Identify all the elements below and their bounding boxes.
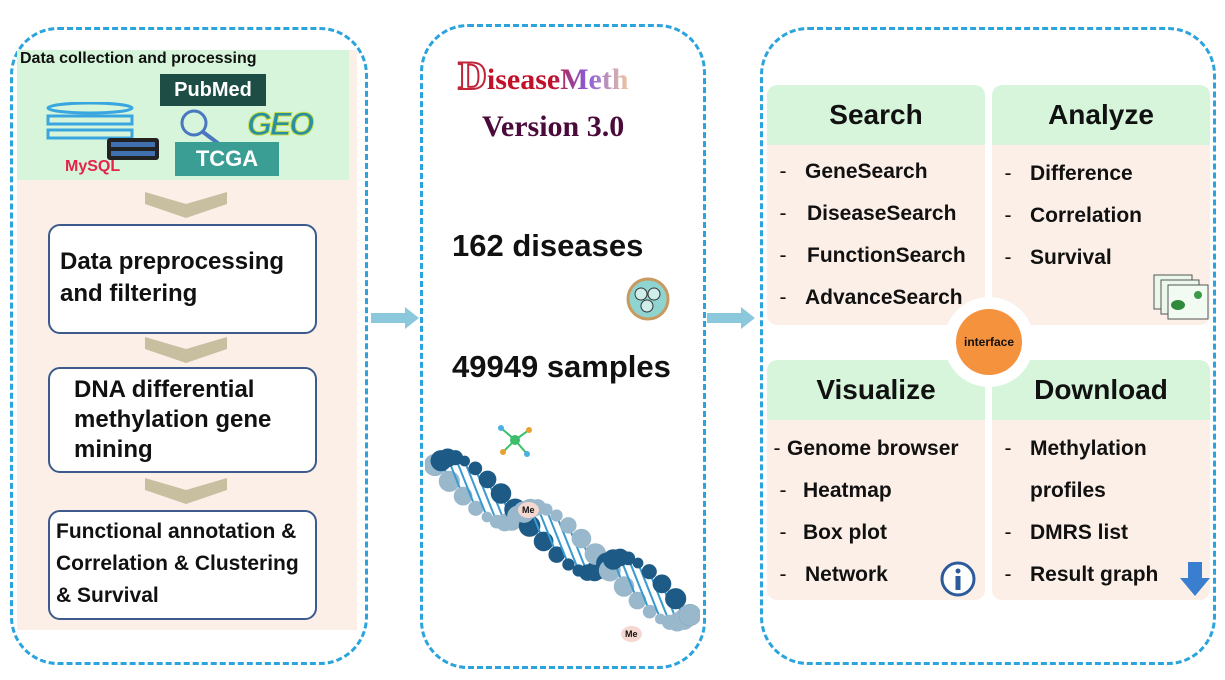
database-panel	[420, 24, 706, 669]
helix-rung	[567, 524, 589, 574]
helix-bead	[665, 588, 687, 610]
step-functional-annotation: Functional annotation & Correlation & Cl…	[48, 510, 317, 620]
features-panel	[760, 27, 1216, 665]
data-collection-title: Data collection and processing	[20, 50, 257, 67]
helix-bead	[628, 591, 647, 610]
helix-bead	[571, 528, 592, 549]
download-arrow-icon	[1180, 562, 1210, 596]
helix-bead	[453, 486, 473, 506]
download-item-dmrs[interactable]: -DMRS list	[1004, 521, 1129, 544]
helix-bead	[641, 564, 657, 580]
interface-hub: interface	[944, 297, 1034, 387]
logo-d: D	[457, 52, 488, 99]
download-item-result-graph[interactable]: -Result graph	[1004, 563, 1159, 586]
database-icon	[46, 102, 159, 160]
pubmed-logo: PubMed	[160, 74, 266, 106]
visualize-item-boxplot[interactable]: -Box plot	[779, 521, 888, 544]
search-item-gene[interactable]: -GeneSearch	[779, 160, 928, 183]
chevron-down-icon	[145, 478, 227, 504]
diseases-count: 162 diseases	[452, 228, 644, 263]
step-preprocessing: Data preprocessing and filtering	[48, 224, 317, 334]
geo-logo: GEO	[246, 106, 314, 143]
helix-bead	[478, 470, 497, 489]
helix-bead	[459, 455, 470, 467]
visualize-item-network[interactable]: -Network	[779, 563, 888, 586]
helix-bead	[468, 500, 484, 516]
search-title: Search	[767, 85, 985, 145]
visualize-item-genome-browser[interactable]: -Genome browser	[773, 437, 959, 460]
chevron-down-icon	[145, 192, 227, 218]
download-title: Download	[992, 360, 1210, 420]
logo-text: iseaseMeth	[486, 63, 629, 96]
network-icon	[498, 425, 532, 457]
version-label: Version 3.0	[482, 110, 625, 143]
methyl-label: Me	[621, 626, 642, 642]
helix-bead	[481, 511, 493, 523]
helix-bead	[562, 558, 575, 571]
helix-bead	[621, 551, 636, 566]
analyze-title: Analyze	[992, 85, 1210, 145]
helix-rung	[627, 557, 651, 613]
search-item-function[interactable]: -FunctionSearch	[779, 244, 966, 267]
data-collection-box: Data collection and processing PubMed GE…	[17, 50, 349, 180]
helix-rung	[474, 467, 498, 523]
diseasemeth-logo: DiseaseMeth	[457, 52, 629, 99]
dna-helix-illustration	[425, 448, 700, 632]
download-item-methylation[interactable]: -Methylation	[1004, 437, 1147, 460]
helix-bead	[642, 604, 657, 619]
download-item-profiles: profiles	[1030, 479, 1106, 502]
visualize-item-heatmap[interactable]: -Heatmap	[779, 479, 892, 502]
analyze-item-difference[interactable]: -Difference	[1004, 162, 1133, 185]
pipeline-panel	[10, 27, 368, 665]
helix-bead	[447, 450, 464, 466]
helix-rung	[536, 506, 558, 556]
helix-rung	[454, 457, 477, 509]
helix-bead	[540, 503, 553, 516]
samples-count: 49949 samples	[452, 349, 671, 384]
visualize-title: Visualize	[767, 360, 985, 420]
arrow-right-icon	[707, 307, 755, 329]
search-item-disease[interactable]: -DiseaseSearch	[779, 202, 957, 225]
helix-bead	[679, 604, 700, 626]
helix-bead	[632, 557, 644, 569]
helix-bead	[490, 483, 512, 504]
arrow-right-icon	[371, 307, 419, 329]
tcga-logo: TCGA	[175, 142, 279, 176]
analyze-item-survival[interactable]: -Survival	[1004, 246, 1112, 269]
info-icon	[940, 561, 976, 597]
helix-bead	[652, 574, 672, 594]
helix-bead	[468, 461, 483, 476]
helix-rung	[648, 571, 671, 623]
interface-label: interface	[956, 309, 1022, 375]
visualize-quadrant: Visualize -Genome browser -Heatmap -Box …	[767, 360, 985, 600]
helix-bead	[548, 546, 565, 563]
search-quadrant: Search -GeneSearch -DiseaseSearch -Funct…	[767, 85, 985, 325]
chevron-down-icon	[145, 337, 227, 363]
mysql-label: MySQL	[65, 158, 121, 175]
analyze-quadrant: Analyze -Difference -Correlation -Surviv…	[992, 85, 1210, 325]
methyl-label: Me	[518, 502, 539, 518]
step-dmg-mining: DNA differential methylation gene mining	[48, 367, 317, 473]
helix-bead	[550, 509, 563, 522]
helix-rung	[463, 460, 488, 518]
cell-icon	[626, 277, 670, 321]
helix-rung	[545, 509, 570, 565]
heatmap-stack-icon	[1153, 274, 1209, 320]
analyze-item-correlation[interactable]: -Correlation	[1004, 204, 1143, 227]
search-item-advance[interactable]: -AdvanceSearch	[779, 286, 963, 309]
download-quadrant: Download -Methylation profiles -DMRS lis…	[992, 360, 1210, 600]
helix-bead	[560, 517, 577, 534]
